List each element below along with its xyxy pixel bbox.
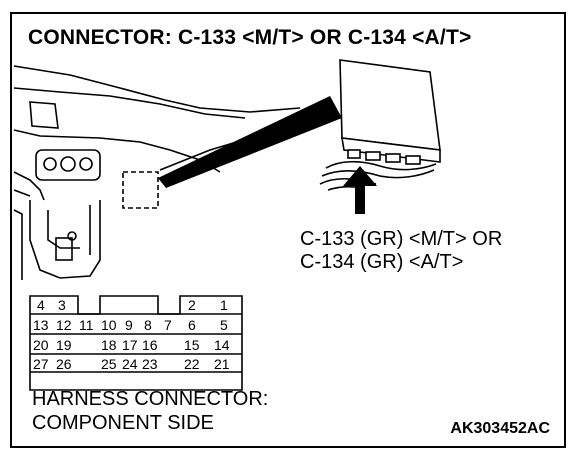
up-arrow-icon <box>343 166 377 214</box>
pin-label: 12 <box>56 317 72 333</box>
pin-label: 9 <box>125 317 133 333</box>
pin-label: 15 <box>184 337 200 353</box>
pin-label: 3 <box>58 297 66 313</box>
pin-label: 6 <box>188 317 196 333</box>
pin-label: 13 <box>33 317 49 333</box>
pin-label: 4 <box>37 297 45 313</box>
diagram-title: CONNECTOR: C-133 <M/T> OR C-134 <A/T> <box>28 26 472 49</box>
pin-label: 26 <box>56 356 72 372</box>
pin-label: 22 <box>184 356 200 372</box>
pin-label: 24 <box>122 356 138 372</box>
pin-label: 16 <box>142 337 158 353</box>
pin-label: 18 <box>101 337 117 353</box>
callout-line-2: C-134 (GR) <A/T> <box>300 251 464 273</box>
pin-label: 19 <box>56 337 72 353</box>
figure-code: AK303452AC <box>450 420 550 437</box>
pin-label: 23 <box>142 356 158 372</box>
pin-label: 11 <box>79 317 94 333</box>
diagram-frame <box>10 12 566 448</box>
pin-label: 20 <box>33 337 49 353</box>
harness-caption-line-1: HARNESS CONNECTOR: <box>32 388 269 410</box>
connector-location-box <box>122 171 159 209</box>
pin-label: 2 <box>188 297 196 313</box>
harness-caption-line-2: COMPONENT SIDE <box>32 412 214 434</box>
harness-connector-face <box>29 295 243 391</box>
pin-label: 7 <box>164 317 172 333</box>
pin-label: 25 <box>101 356 117 372</box>
callout-pointer <box>158 96 342 188</box>
pin-label: 1 <box>220 297 228 313</box>
pin-label: 14 <box>214 337 230 353</box>
callout-line-1: C-133 (GR) <M/T> OR <box>300 228 503 250</box>
pin-label: 17 <box>122 337 138 353</box>
pin-label: 10 <box>101 317 117 333</box>
pin-label: 5 <box>220 317 228 333</box>
dashboard-illustration <box>13 65 301 280</box>
pin-label: 21 <box>214 356 230 372</box>
pin-label: 8 <box>144 317 152 333</box>
component-illustration <box>319 59 441 191</box>
pin-labels: 4 3 2 1 13 12 11 10 9 8 7 6 5 20 19 18 1… <box>33 297 230 372</box>
pin-label: 27 <box>33 356 49 372</box>
